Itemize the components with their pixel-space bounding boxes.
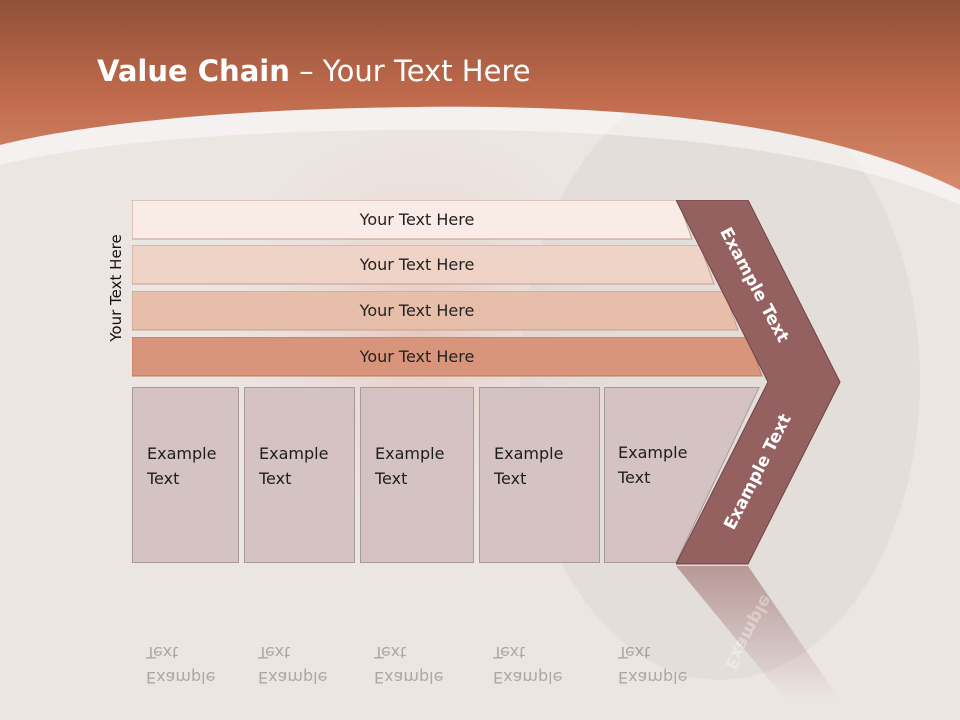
bar-4-shape: [132, 337, 763, 377]
box-2-line2: Text: [259, 469, 292, 488]
bar-4: Your Text Here: [132, 337, 764, 377]
bar-3-shape: [132, 291, 739, 331]
side-label-text: Your Text Here: [107, 234, 125, 342]
slide-title: Value Chain – Your Text Here: [97, 54, 531, 88]
box-5-line2: Text: [618, 468, 651, 487]
box-3-line1: Example: [375, 444, 445, 463]
bar-4-label: Your Text Here: [359, 347, 475, 366]
bar-3-label: Your Text Here: [359, 301, 475, 320]
box-2-line1: Example: [259, 444, 329, 463]
box-4-line1: Example: [494, 444, 564, 463]
bar-2-label: Your Text Here: [359, 255, 475, 274]
box-3-line2: Text: [375, 469, 408, 488]
bar-2: Your Text Here: [132, 245, 716, 285]
title-rest: – Your Text Here: [289, 54, 531, 88]
box-1-line2: Text: [147, 469, 180, 488]
bar-1-shape: [132, 200, 693, 240]
value-chevron: [676, 200, 841, 700]
bar-3: Your Text Here: [132, 291, 740, 331]
box-4-line2: Text: [494, 469, 527, 488]
title-bold: Value Chain: [97, 54, 290, 88]
bar-2-shape: [132, 245, 715, 285]
bar-1: Your Text Here: [132, 200, 694, 240]
box-5-line1: Example: [618, 443, 688, 462]
bar-1-label: Your Text Here: [359, 210, 475, 229]
activity-box-5-shape: [604, 387, 760, 563]
box-1-line1: Example: [147, 444, 217, 463]
